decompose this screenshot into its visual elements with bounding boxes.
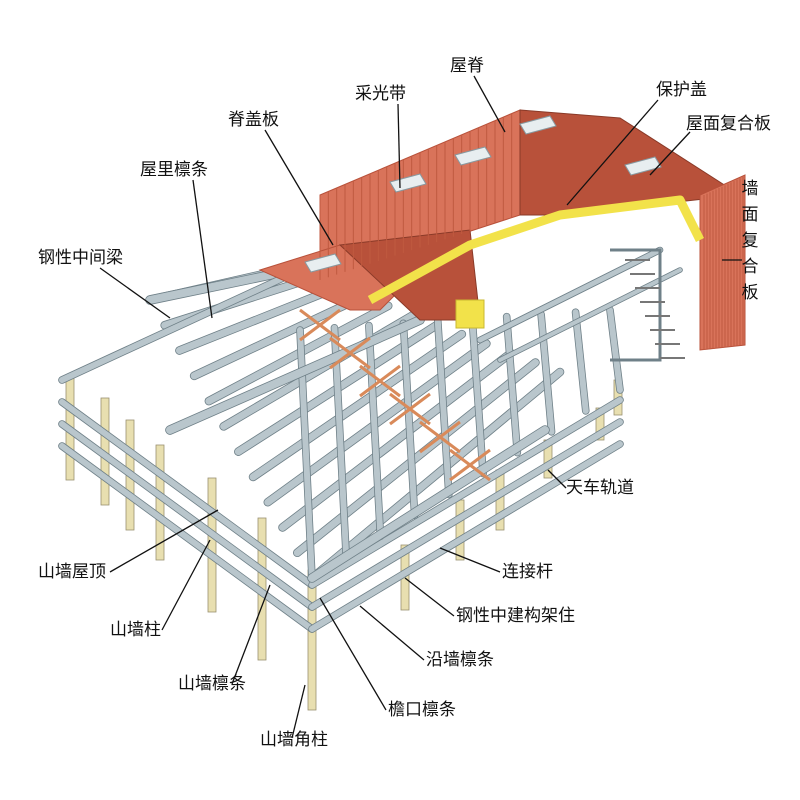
leader-line xyxy=(649,131,691,176)
skylight xyxy=(389,173,427,193)
roof-purlin-right xyxy=(434,318,452,498)
roof-rafter xyxy=(166,316,424,434)
inner-frame xyxy=(610,248,662,362)
roof-bracing xyxy=(389,392,431,426)
label-gable-roof: 山墙屋顶 xyxy=(38,562,106,582)
leader-line xyxy=(161,539,211,631)
side-wall-girt xyxy=(309,441,623,632)
label-eave-wall-purlin: 沿墙檩条 xyxy=(426,650,494,670)
leader-line xyxy=(192,179,213,319)
roof-purlin xyxy=(175,283,343,355)
leader-line xyxy=(473,75,506,133)
crane-rail xyxy=(477,247,663,343)
gable-top-beam xyxy=(59,267,303,383)
leader-line xyxy=(439,547,501,573)
roof-rafter xyxy=(308,426,549,582)
label-connecting-rod: 连接杆 xyxy=(502,562,553,582)
protective-cover-strip xyxy=(367,195,705,304)
steel-frame-group xyxy=(58,245,685,633)
gable-wall-girt xyxy=(59,421,315,610)
steel-column xyxy=(455,499,465,561)
roof-bracing xyxy=(419,420,461,454)
skylight xyxy=(519,115,557,135)
steel-column xyxy=(307,569,317,711)
label-roof-ridge: 屋脊 xyxy=(450,56,484,76)
leader-line xyxy=(359,605,425,661)
roof-purlin-right xyxy=(331,324,350,561)
gable-wall-girt xyxy=(59,443,315,632)
roof-bracing xyxy=(359,364,401,398)
leader-lines-group xyxy=(99,75,742,739)
label-roof-composite-panel: 屋面复合板 xyxy=(686,114,771,134)
label-gable-purlin: 山墙檩条 xyxy=(178,674,246,694)
roof-purlin-right xyxy=(365,322,384,540)
roof-purlin-right xyxy=(607,307,623,393)
roof-purlin-right xyxy=(400,320,418,519)
label-ridge-cap: 脊盖板 xyxy=(228,110,279,130)
roof-panels-group xyxy=(258,109,746,351)
gable-wall-girt xyxy=(59,399,315,588)
label-eave-purlin: 檐口檩条 xyxy=(388,700,456,720)
leader-line xyxy=(231,584,271,685)
label-steel-frame-column: 钢性中建构架住 xyxy=(456,606,575,626)
roof-bracing xyxy=(449,448,491,482)
label-crane-rail: 天车轨道 xyxy=(566,478,634,498)
roof-purlin-right xyxy=(572,309,589,414)
leader-line xyxy=(566,99,659,206)
leader-line xyxy=(547,469,567,489)
roof-bracing xyxy=(299,308,341,342)
insulation-block xyxy=(455,299,485,329)
steel-column xyxy=(207,477,217,613)
roof-purlin-right xyxy=(469,315,487,477)
label-roof-inner-purlin: 屋里檩条 xyxy=(140,160,208,180)
leader-line xyxy=(404,577,455,617)
leader-line xyxy=(109,509,219,573)
crane-rail-support xyxy=(498,268,682,362)
roof-purlin xyxy=(190,292,368,380)
roof-purlin-right xyxy=(503,313,521,456)
skylight xyxy=(304,253,342,273)
leader-line xyxy=(319,597,387,711)
skylight xyxy=(624,156,662,176)
side-wall-girt xyxy=(309,397,623,588)
roof-bracing xyxy=(329,336,371,370)
skylight xyxy=(454,146,492,166)
roof-purlin xyxy=(308,368,564,582)
leader-line xyxy=(397,103,401,189)
roof-purlin xyxy=(293,359,539,557)
label-skylight-strip: 采光带 xyxy=(355,84,406,104)
label-gable-column: 山墙柱 xyxy=(110,620,161,640)
roof-purlin-right xyxy=(538,311,555,435)
label-gable-corner-column: 山墙角柱 xyxy=(260,730,328,750)
label-steel-middle-beam: 钢性中间梁 xyxy=(38,248,123,268)
leader-line xyxy=(264,129,334,246)
leader-line xyxy=(291,684,306,739)
leader-line xyxy=(99,267,171,319)
roof-purlin xyxy=(249,330,466,481)
side-wall-girt xyxy=(309,419,623,610)
label-wall-composite-panel: 墙面复合板 xyxy=(741,179,759,303)
roof-purlin xyxy=(279,349,515,531)
label-protective-cover: 保护盖 xyxy=(656,80,707,100)
